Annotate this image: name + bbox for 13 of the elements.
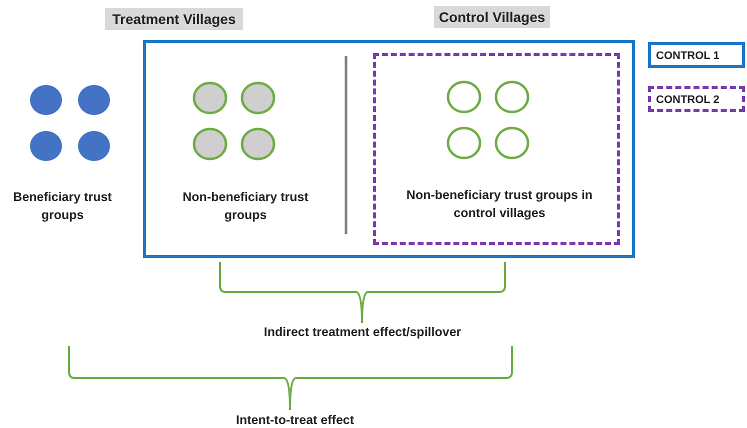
group-label: Beneficiary trust groups [12, 189, 113, 224]
group-box [143, 40, 635, 258]
column-heading: Control Villages [434, 6, 550, 28]
group-label: Non-beneficiary trust groups in control villages [405, 187, 594, 222]
key-label: CONTROL 2 [655, 93, 720, 107]
key-box [648, 86, 745, 112]
key-label: CONTROL 1 [655, 49, 720, 63]
group-label: Non-beneficiary trust groups [182, 189, 310, 224]
key-box [648, 42, 745, 68]
column-heading: Treatment Villages [105, 8, 243, 30]
bracket-label: Indirect treatment effect/spillover [262, 324, 462, 341]
bracket-label: Intent-to-treat effect [234, 412, 356, 428]
group-box [373, 53, 620, 245]
